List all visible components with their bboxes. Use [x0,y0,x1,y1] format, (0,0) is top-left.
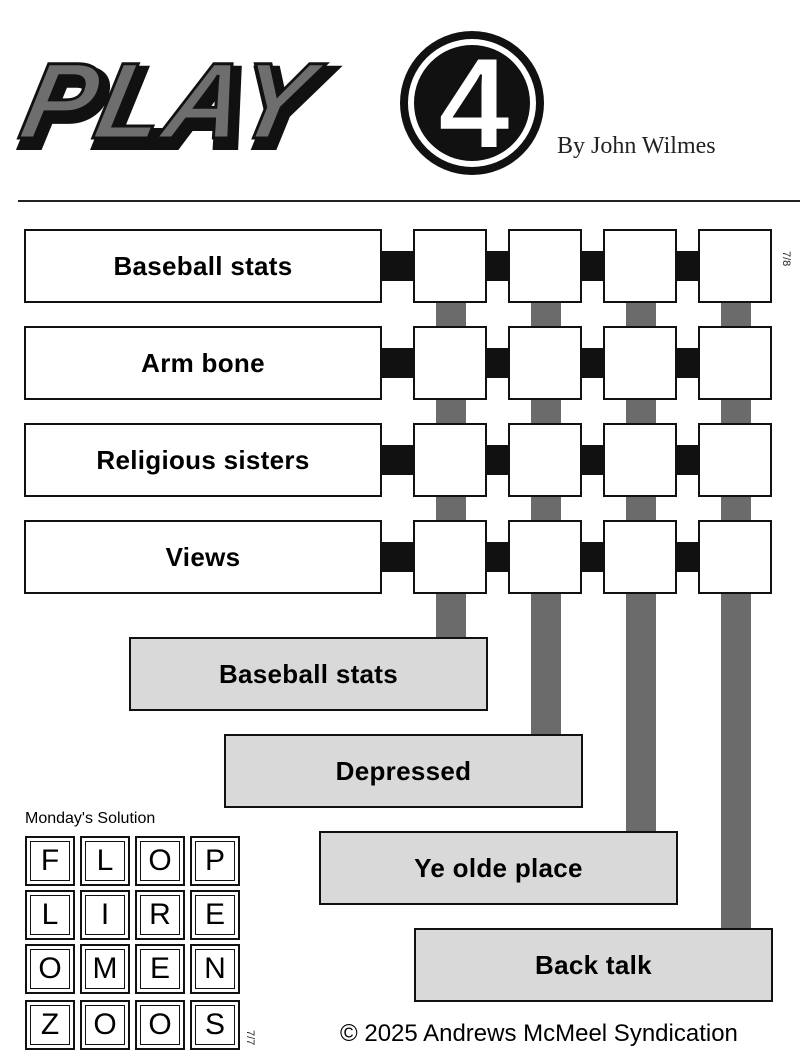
solution-cell: R [135,890,185,940]
solution-cell: L [80,836,130,886]
grid-cell-r4c4[interactable] [698,520,772,594]
solution-cell: L [25,890,75,940]
grid-cell-r2c2[interactable] [508,326,582,400]
grid-cell-r2c1[interactable] [413,326,487,400]
down-clue-1: Baseball stats [129,637,488,711]
solution-cell: O [80,1000,130,1050]
solution-cell: F [25,836,75,886]
byline: By John Wilmes [557,133,716,159]
solution-cell: P [190,836,240,886]
solution-cell: Z [25,1000,75,1050]
down-clue-2: Depressed [224,734,583,808]
down-clue-3: Ye olde place [319,831,678,905]
grid-cell-r4c3[interactable] [603,520,677,594]
puzzle-date-code: 7/8 [780,251,792,267]
across-clue-3: Religious sisters [24,423,382,497]
copyright-notice: © 2025 Andrews McMeel Syndication [340,1020,738,1047]
solution-cell: E [135,944,185,994]
solution-cell: O [135,836,185,886]
down-clue-4: Back talk [414,928,773,1002]
solution-cell: S [190,1000,240,1050]
grid-cell-r1c1[interactable] [413,229,487,303]
header-divider [18,200,800,202]
across-clue-2: Arm bone [24,326,382,400]
down-connector-4 [721,300,751,932]
grid-cell-r3c4[interactable] [698,423,772,497]
svg-text:PLAY: PLAY [12,41,333,162]
svg-text:PLAY: PLAY [16,48,337,169]
grid-cell-r3c1[interactable] [413,423,487,497]
solution-cell: I [80,890,130,940]
grid-cell-r3c3[interactable] [603,423,677,497]
svg-text:4: 4 [438,30,510,176]
grid-cell-r4c2[interactable] [508,520,582,594]
solution-cell: M [80,944,130,994]
solution-cell: O [135,1000,185,1050]
grid-cell-r4c1[interactable] [413,520,487,594]
solution-cell: E [190,890,240,940]
grid-cell-r1c2[interactable] [508,229,582,303]
grid-cell-r1c3[interactable] [603,229,677,303]
solution-cell: O [25,944,75,994]
solution-cell: N [190,944,240,994]
grid-cell-r2c3[interactable] [603,326,677,400]
logo-number-badge: 4 [400,29,544,177]
solution-date-code: 7/7 [244,1030,256,1046]
solution-title: Monday's Solution [25,810,156,827]
grid-cell-r2c4[interactable] [698,326,772,400]
logo-wordmark: PLAY PLAY [10,40,342,174]
across-clue-1: Baseball stats [24,229,382,303]
grid-cell-r3c2[interactable] [508,423,582,497]
across-clue-4: Views [24,520,382,594]
grid-cell-r1c4[interactable] [698,229,772,303]
play4-logo: PLAY PLAY 4 [10,29,544,177]
